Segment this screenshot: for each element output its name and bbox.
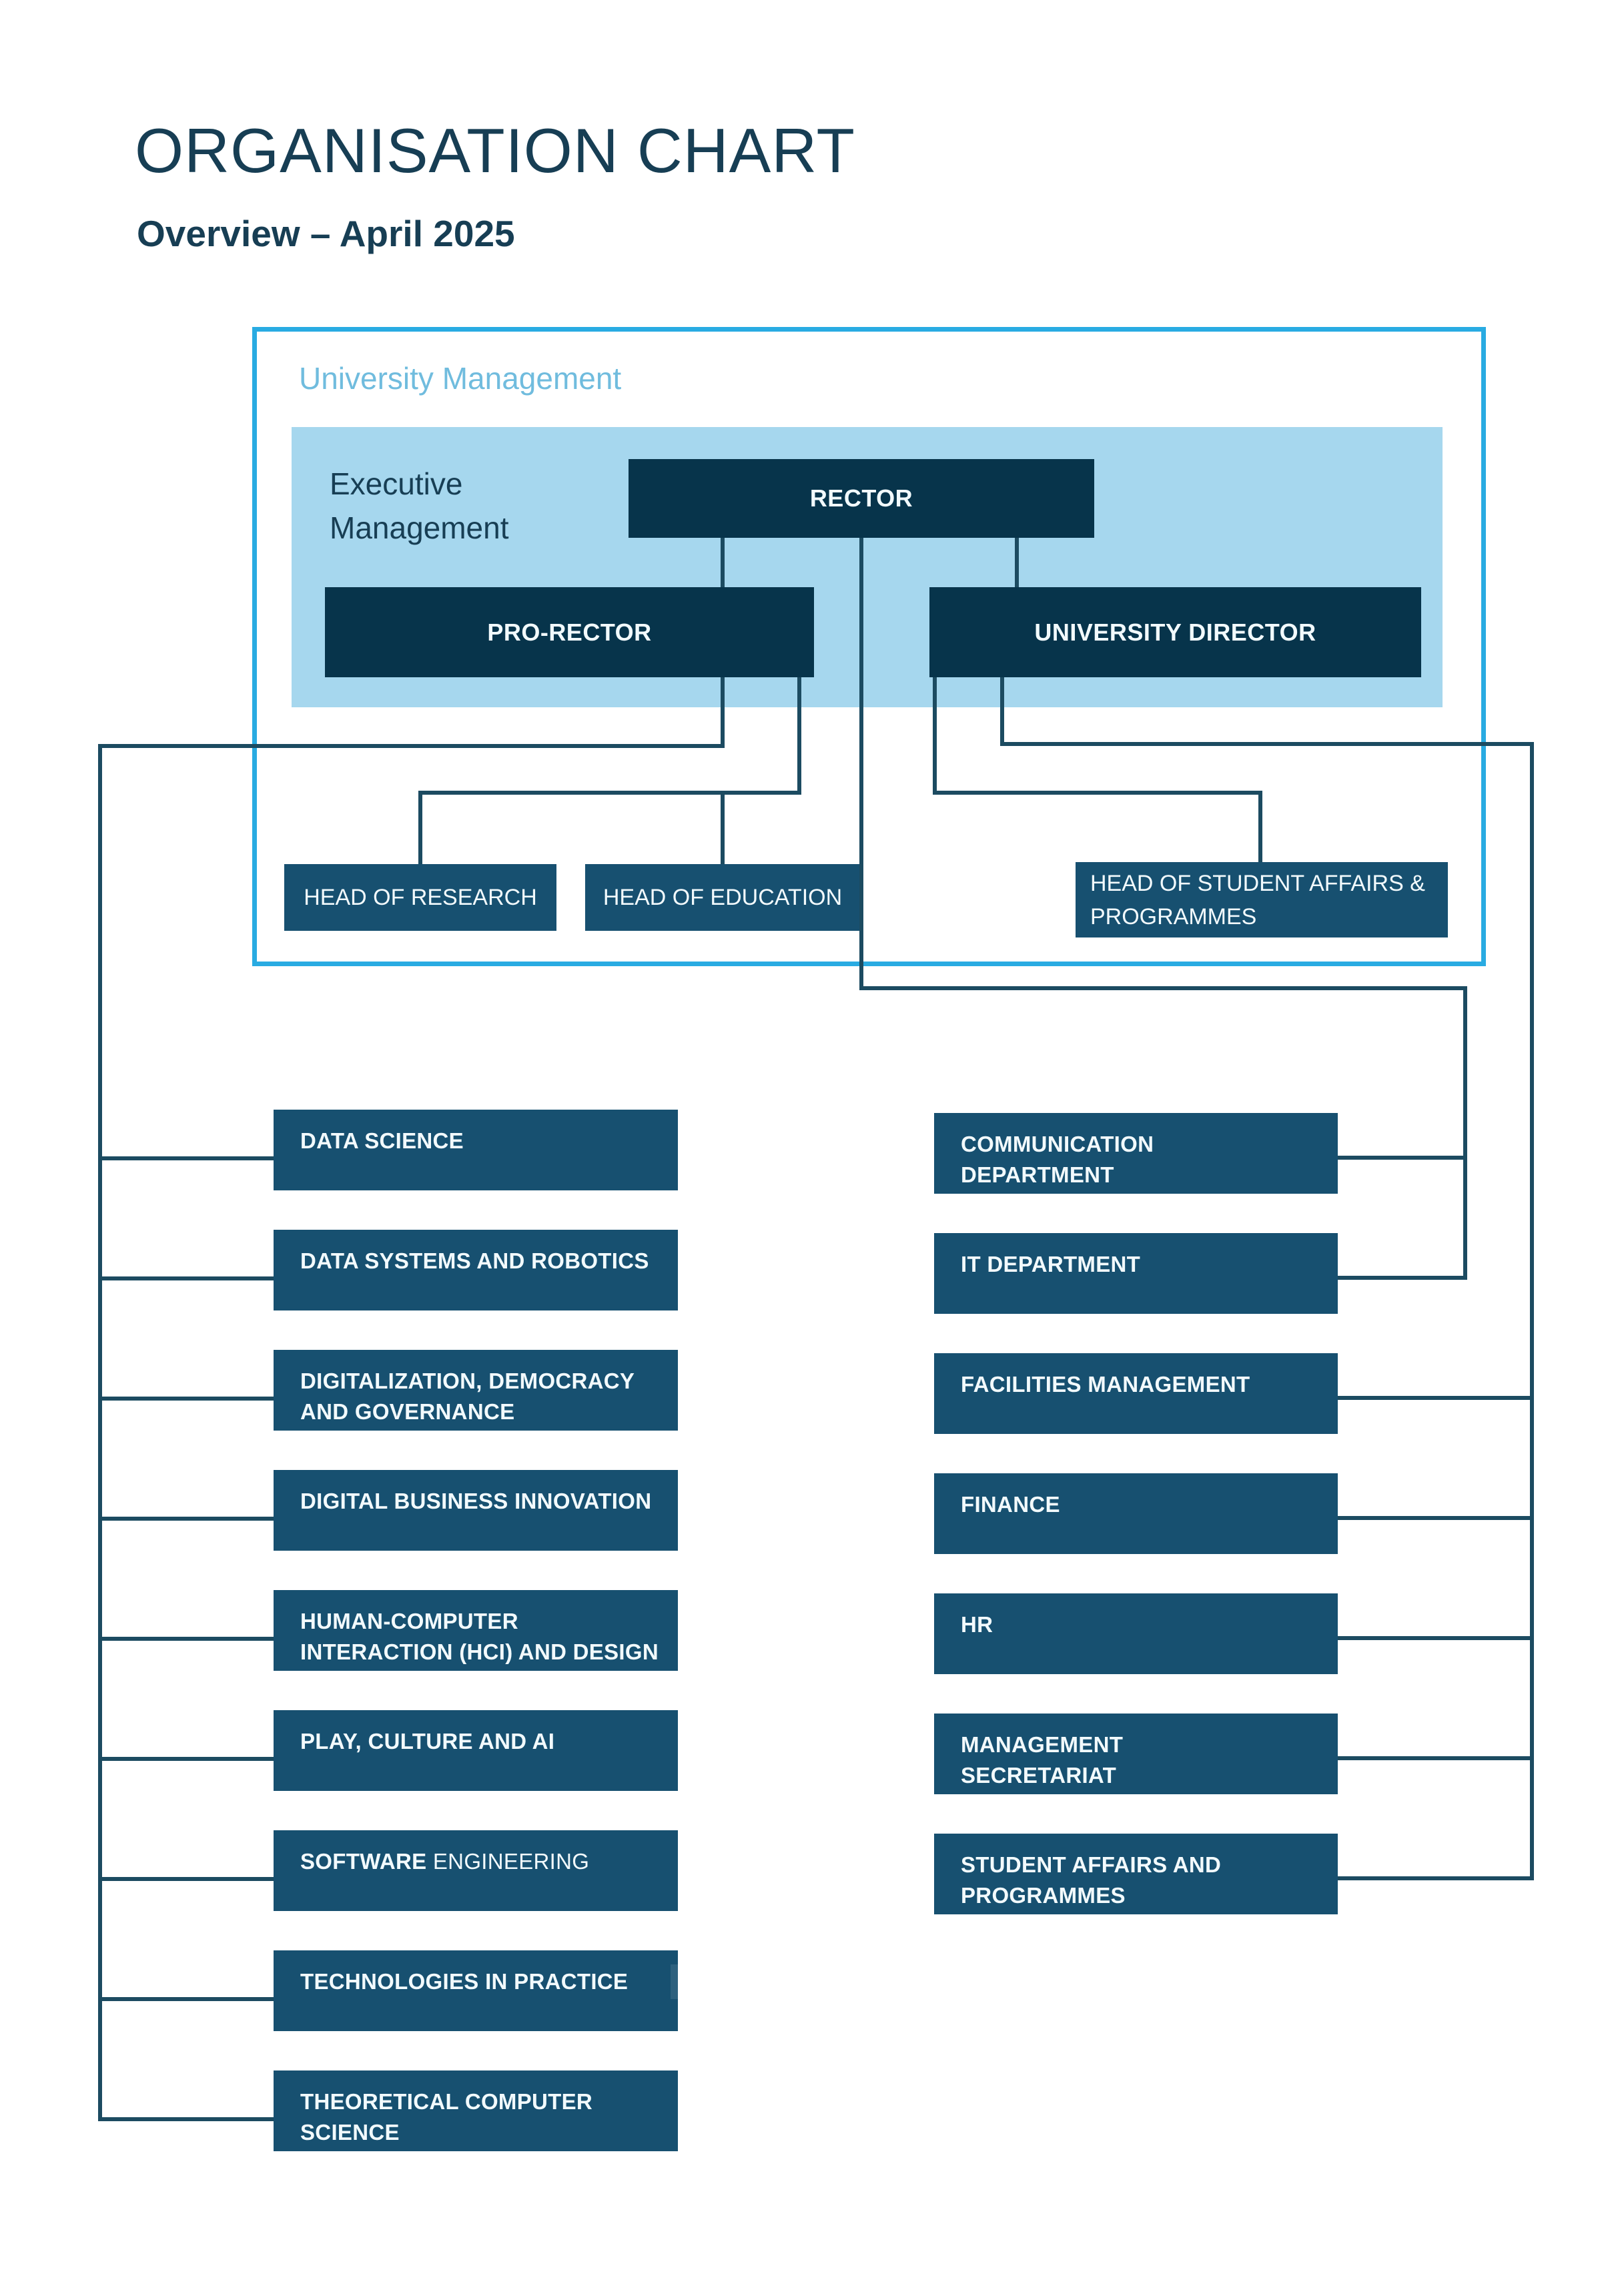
connector-director-right-drop — [1000, 677, 1004, 746]
department-box-right-6: MANAGEMENT SECRETARIAT — [934, 1714, 1338, 1794]
department-label: MANAGEMENT SECRETARIAT — [961, 1732, 1124, 1788]
connector-left-spine — [98, 744, 102, 2121]
connector-stub-facilities — [1338, 1396, 1530, 1400]
connector-stub-left-row-9 — [98, 2117, 274, 2121]
connector-head-student-drop — [1258, 791, 1262, 862]
node-rector: RECTOR — [629, 459, 1094, 538]
connector-stub-student-affairs — [1338, 1876, 1530, 1880]
executive-management-label: Executive Management — [330, 466, 509, 545]
connector-stub-left-row-1 — [98, 1156, 274, 1160]
connector-stub-left-row-5 — [98, 1637, 274, 1641]
department-label: IT DEPARTMENT — [961, 1252, 1141, 1276]
connector-director-left-drop — [933, 677, 937, 795]
connector-stub-hr — [1338, 1636, 1530, 1640]
university-management-label: University Management — [299, 361, 622, 396]
connector-stub-left-row-2 — [98, 1276, 274, 1280]
connector-stub-it-department — [1338, 1276, 1467, 1280]
department-box-left-7: SOFTWARE ENGINEERING — [274, 1830, 678, 1911]
node-pro-rector: PRO-RECTOR — [325, 587, 814, 677]
connector-stub-finance — [1338, 1516, 1530, 1520]
node-head-of-education: HEAD OF EDUCATION — [585, 864, 860, 931]
department-box-left-8: TECHNOLOGIES IN PRACTICE — [274, 1950, 678, 2031]
connector-rector-center-horizontal — [859, 986, 1467, 990]
department-box-left-9: THEORETICAL COMPUTER SCIENCE — [274, 2070, 678, 2151]
connector-director-to-head-horizontal — [933, 791, 1262, 795]
connector-stub-left-row-8 — [98, 1997, 274, 2001]
node-head-of-student-affairs: HEAD OF STUDENT AFFAIRS & PROGRAMMES — [1076, 862, 1448, 937]
department-label: THEORETICAL COMPUTER SCIENCE — [300, 2089, 593, 2145]
department-label: FACILITIES MANAGEMENT — [961, 1372, 1250, 1397]
connector-pro-rector-right-drop — [797, 677, 801, 795]
connector-rector-to-university-director — [1015, 538, 1019, 587]
connector-head-education-drop — [721, 791, 725, 864]
department-box-right-2: IT DEPARTMENT — [934, 1233, 1338, 1314]
connector-head-research-drop — [418, 791, 422, 864]
department-label: STUDENT AFFAIRS AND PROGRAMMES — [961, 1852, 1222, 1908]
connector-stub-left-row-7 — [98, 1877, 274, 1881]
connector-stub-management-secretariat — [1338, 1756, 1530, 1760]
university-management-frame — [252, 327, 1486, 966]
page-subtitle: Overview – April 2025 — [137, 213, 515, 254]
connector-stub-left-row-3 — [98, 1397, 274, 1401]
department-box-left-2: DATA SYSTEMS AND ROBOTICS — [274, 1230, 678, 1310]
connector-pro-rector-left-drop — [721, 677, 725, 748]
department-label: PLAY, CULTURE AND AI — [300, 1729, 555, 1754]
department-label-light: ENGINEERING — [432, 1849, 590, 1874]
department-box-right-4: FINANCE — [934, 1473, 1338, 1554]
department-box-right-5: HR — [934, 1593, 1338, 1674]
connector-rector-to-pro-rector — [721, 538, 725, 587]
department-box-right-3: FACILITIES MANAGEMENT — [934, 1353, 1338, 1434]
connector-stub-communication — [1338, 1156, 1467, 1160]
department-label: DIGITAL BUSINESS INNOVATION — [300, 1489, 652, 1513]
department-label: TECHNOLOGIES IN PRACTICE — [300, 1969, 629, 1994]
department-box-right-7: STUDENT AFFAIRS AND PROGRAMMES — [934, 1834, 1338, 1914]
node-university-director: UNIVERSITY DIRECTOR — [929, 587, 1421, 677]
department-box-left-3: DIGITALIZATION, DEMOCRACY AND GOVERNANCE — [274, 1350, 678, 1431]
connector-stub-left-row-6 — [98, 1757, 274, 1761]
department-label: DIGITALIZATION, DEMOCRACY AND GOVERNANCE — [300, 1369, 635, 1424]
connector-pro-rector-left-horizontal — [98, 744, 725, 748]
department-column-right: COMMUNICATION DEPARTMENT IT DEPARTMENT FAC… — [934, 1113, 1338, 1954]
department-label: HUMAN-COMPUTER INTERACTION (HCI) AND DES… — [300, 1609, 659, 1664]
department-box-left-1: DATA SCIENCE — [274, 1110, 678, 1190]
department-label: FINANCE — [961, 1492, 1060, 1517]
highlight-artifact — [671, 1964, 844, 1999]
node-head-of-research: HEAD OF RESEARCH — [284, 864, 556, 931]
department-box-right-1: COMMUNICATION DEPARTMENT — [934, 1113, 1338, 1194]
connector-stub-left-row-4 — [98, 1517, 274, 1521]
department-box-left-4: DIGITAL BUSINESS INNOVATION — [274, 1470, 678, 1551]
department-box-left-5: HUMAN-COMPUTER INTERACTION (HCI) AND DES… — [274, 1590, 678, 1671]
connector-director-right-horizontal — [1000, 742, 1534, 746]
department-box-left-6: PLAY, CULTURE AND AI — [274, 1710, 678, 1791]
department-label: COMMUNICATION DEPARTMENT — [961, 1132, 1154, 1187]
connector-heads-horizontal — [420, 791, 801, 795]
connector-right-inner-spine — [1463, 986, 1467, 1280]
connector-right-outer-spine — [1530, 742, 1534, 1880]
department-label: HR — [961, 1612, 993, 1637]
connector-rector-center-drop — [859, 538, 863, 990]
department-label: DATA SYSTEMS AND ROBOTICS — [300, 1248, 649, 1273]
department-label: SOFTWARE — [300, 1849, 433, 1874]
department-column-left: DATA SCIENCE DATA SYSTEMS AND ROBOTICS DIG… — [274, 1110, 678, 2191]
page-title: ORGANISATION CHART — [135, 115, 855, 185]
department-label: DATA SCIENCE — [300, 1128, 464, 1153]
